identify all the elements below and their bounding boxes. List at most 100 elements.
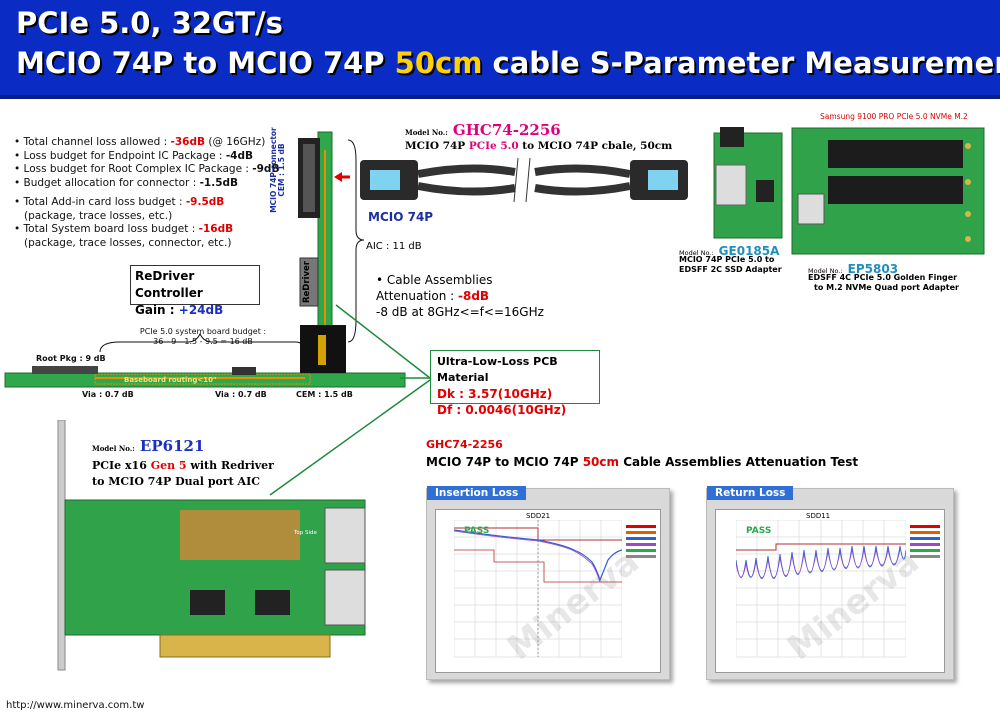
pcb-dk: Dk : 3.57(10GHz) [437,387,553,401]
cable-model-number: GHC74-2256 [452,121,561,139]
aic-model-label: Model No.: [92,444,135,453]
aic-mcio-port-1 [324,507,366,564]
adapter1-desc: MCIO 74P PCIe 5.0 to EDSFF 2C SSD Adapte… [679,255,782,275]
aic-desc1-a: PCIe x16 [92,459,151,472]
budget-line-5: • Total Add-in card loss budget : -9.5dB [14,196,279,210]
aic-model-number: EP6121 [139,437,205,455]
adapter2-top-label: Samsung 9100 PRO PCIe 5.0 NVMe M.2 [820,112,968,121]
channel-diagram [4,131,406,388]
return-plot-title: SDD11 [806,512,831,520]
header-line2-highlight: 50cm [394,46,483,80]
cable-text-line2: Attenuation : -8dB [376,288,544,304]
aic-card-image [57,420,366,671]
redriver-gain: Gain : +24dB [135,302,255,319]
budget-l1-suffix: (@ 16GHz) [205,136,266,148]
aic-desc: PCIe x16 Gen 5 with Redriver to MCIO 74P… [92,458,274,490]
insertion-trace [454,529,622,582]
budget-l2-value: -4dB [225,149,253,162]
return-loss-tab: Return Loss [707,486,794,500]
redriver-chip-shape [299,257,319,307]
return-loss-panel: Return Loss SDD11 PASS Minerva [706,486,954,680]
adapter1-model-label: Model No.: [679,249,714,257]
test-title-b: 50cm [582,455,620,469]
root-pkg-chip [32,366,98,374]
footer-url[interactable]: http://www.minerva.com.tw [6,700,145,711]
ssd-1 [828,140,963,168]
budget-l1-prefix: • Total channel loss allowed : [14,136,171,148]
cable-text-line1: • Cable Assemblies [376,273,493,287]
return-legend [910,522,940,561]
cable-desc-b: PCIe 5.0 [468,140,519,152]
cable-body [417,164,631,196]
cem-label: CEM : 1.5 dB [296,390,353,399]
adapter2-image [791,127,985,255]
baseboard-routing-label: Baseboard routing<10" [124,376,217,384]
adapter2-desc1: EDSFF 4C PCIe 5.0 Golden Finger [808,273,958,282]
budget-l6-note: (package, trace losses, connector, etc.) [24,236,232,249]
sysboard-calc: 36 - 9 - 1.5 - 9.5 = 16 dB [153,337,253,346]
budget-l5-value: -9.5dB [185,196,225,208]
budget-l3-value: -9dB [252,163,280,175]
budget-l4-value: -1.5dB [199,176,239,189]
test-title: MCIO 74P to MCIO 74P 50cm Cable Assembli… [426,455,858,469]
cable-text-l2-prefix: Attenuation : [376,289,459,303]
pcb-box-title: Ultra-Low-Loss PCB Material [437,355,558,384]
header-title-line1: PCIe 5.0, 32GT/s [16,6,283,40]
budget-line-2: • Loss budget for Endpoint IC Package : … [14,150,279,164]
adapter1-desc2: EDSFF 2C SSD Adapter [679,265,782,274]
adapter1-model-number: GE0185A [718,244,780,258]
aic-desc1-b: Gen 5 [150,459,187,472]
budget-l3-prefix: • Loss budget for Root Complex IC Packag… [14,163,253,175]
pcb-df: Df : 0.0046(10GHz) [437,403,567,417]
aic-model: Model No.: EP6121 [92,436,204,455]
header-line2-prefix: MCIO 74P to MCIO 74P [16,46,395,80]
budget-l1-value: -36dB [170,136,206,148]
via-block [232,367,256,375]
aic-brace [347,139,365,343]
header-line2-suffix: cable S-Parameter Measurements [482,46,1000,80]
sysboard-budget-label: PCIe 5.0 system board budget : 36 - 9 - … [128,327,278,347]
budget-l4-prefix: • Budget allocation for connector : [14,176,200,189]
insertion-grid [454,520,622,658]
cable-text-l2-value: -8dB [458,289,490,303]
aic-desc1: PCIe x16 Gen 5 with Redriver [92,458,274,474]
budget-l5-prefix: • Total Add-in card loss budget : [14,196,186,208]
budget-l6-prefix: • Total System board loss budget : [14,223,199,235]
adapter1-model: Model No.: GE0185A [679,240,779,259]
cable-desc-a: MCIO 74P [405,140,469,152]
aic-bracket [57,420,66,671]
return-limit [736,543,906,551]
redriver-gain-label: Gain : [135,303,179,317]
adapter2-desc2: to M.2 NVMe Quad port Adapter [814,283,959,292]
cable-desc: MCIO 74P PCIe 5.0 to MCIO 74P cbale, 50c… [405,140,672,152]
insertion-legend [626,522,656,561]
test-title-a: MCIO 74P to MCIO 74P [426,455,583,469]
loss-budget-list: • Total channel loss allowed : -36dB (@ … [14,136,279,250]
budget-l2-prefix: • Loss budget for Endpoint IC Package : [14,149,226,162]
baseboard-routing-outline [94,373,311,385]
return-grid [736,520,906,658]
header-title-line2: MCIO 74P to MCIO 74P 50cm cable S-Parame… [16,46,1000,80]
adapter2-model: Model No.: EP5803 [808,258,898,277]
cable-model-label: Model No.: [405,128,448,137]
budget-line-6: • Total System board loss budget : -16dB [14,223,279,237]
test-model: GHC74-2256 [426,438,503,451]
redriver-controller-box: ReDriver Controller Gain : +24dB [130,265,260,317]
insertion-loss-tab: Insertion Loss [427,486,527,500]
aic-gold-finger [159,634,331,658]
sysboard-title: PCIe 5.0 system board budget : [139,327,267,336]
mcio-74p-label: MCIO 74P [368,210,434,224]
cable-model: Model No.: GHC74-2256 [405,120,561,139]
insertion-plot-title: SDD21 [526,512,551,520]
budget-l6-value: -16dB [198,223,234,235]
ssd-2 [828,176,963,204]
root-pkg-label: Root Pkg : 9 dB [36,354,106,363]
pcb-material-box: Ultra-Low-Loss PCB Material Dk : 3.57(10… [430,350,600,417]
cable-image [360,157,688,203]
aic-loss-label: AIC : 11 dB [366,241,422,252]
aic-desc1-c: with Redriver [186,459,274,472]
cable-desc-c: to MCIO 74P cbale, 50cm [518,140,673,152]
aic-board-label: Top Side [294,530,317,536]
budget-line-3: • Loss budget for Root Complex IC Packag… [14,163,279,177]
insertion-pass-label: PASS [464,526,490,536]
